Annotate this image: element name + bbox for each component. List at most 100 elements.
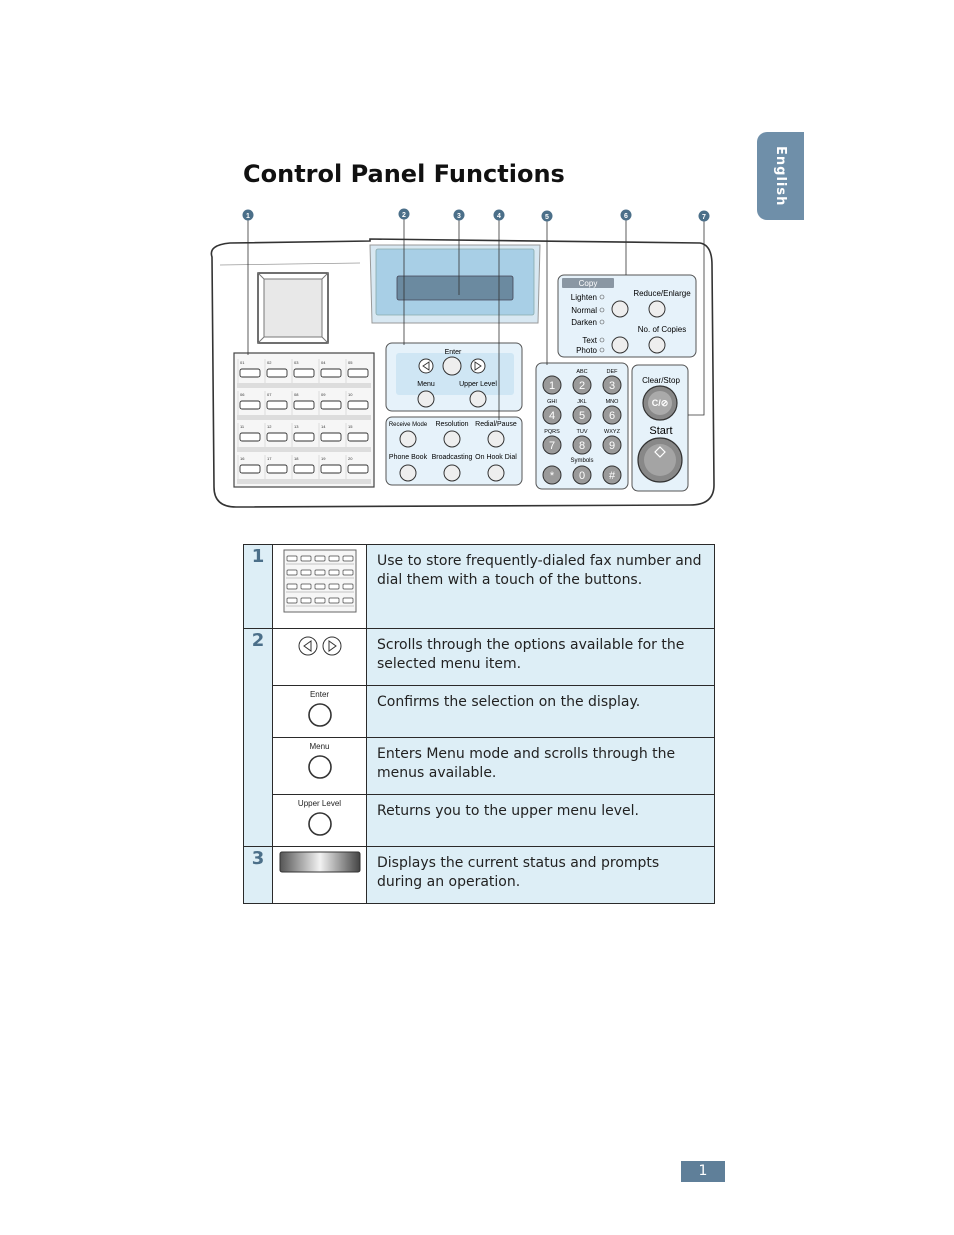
resolution-label: Resolution [435, 421, 468, 428]
one-touch-button-17[interactable] [266, 464, 288, 474]
one-touch-button-03[interactable] [293, 368, 315, 378]
one-touch-button-18[interactable] [293, 464, 315, 474]
key-4-button[interactable] [542, 405, 562, 425]
key-3-button[interactable] [602, 375, 622, 395]
phone-book-button[interactable] [399, 464, 417, 482]
menu-thumbnail: Menu [272, 737, 367, 795]
key-7-button[interactable] [542, 435, 562, 455]
receive-mode-button[interactable] [399, 430, 417, 448]
table-row: 2 Scrolls through the options available … [243, 628, 715, 847]
callout-number: 6 [624, 213, 628, 220]
table-row: Upper Level Returns you to the upper men… [244, 794, 715, 847]
one-touch-button-15[interactable] [347, 432, 369, 442]
one-touch-button-09[interactable] [320, 400, 342, 410]
one-touch-button-05[interactable] [347, 368, 369, 378]
key-digit-2: 2 [579, 380, 585, 392]
key-5-button[interactable] [572, 405, 592, 425]
one-touch-button-02[interactable] [266, 368, 288, 378]
key-1-button[interactable] [542, 375, 562, 395]
one-touch-label: 08 [294, 392, 299, 397]
menu-button-icon [307, 755, 332, 779]
original-type-button[interactable] [611, 336, 629, 354]
row-description: Confirms the selection on the display. [366, 685, 715, 738]
one-touch-label: 01 [240, 360, 245, 365]
language-tab[interactable]: English [757, 132, 804, 220]
key-letters-8: TUV [577, 429, 588, 435]
one-touch-label: 05 [348, 360, 353, 365]
menu-button[interactable] [417, 390, 435, 408]
key-digit-9: 9 [609, 440, 615, 452]
row-description: Returns you to the upper menu level. [366, 794, 715, 847]
one-touch-label: 17 [267, 456, 272, 461]
no-of-copies-button[interactable] [648, 336, 666, 354]
on-hook-dial-button[interactable] [487, 464, 505, 482]
one-touch-button-16[interactable] [239, 464, 261, 474]
scroll-right-button[interactable] [470, 358, 486, 374]
receive-mode-label: Receive Mode [389, 422, 428, 428]
key-digit-6: 6 [609, 410, 615, 422]
redial-pause-button[interactable] [487, 430, 505, 448]
menu-label: Menu [417, 381, 435, 388]
one-touch-label: 07 [267, 392, 272, 397]
one-touch-button-06[interactable] [239, 400, 261, 410]
one-touch-button-10[interactable] [347, 400, 369, 410]
key-digit-1: 1 [549, 380, 555, 392]
darken-label: Darken [571, 318, 597, 327]
callout-number: 7 [702, 214, 706, 221]
row-description: Use to store frequently-dialed fax numbe… [366, 544, 715, 629]
key-digit-8: 8 [579, 440, 585, 452]
key-0-button[interactable] [572, 465, 592, 485]
key-#-button[interactable] [602, 465, 622, 485]
key-digit-*: * [550, 470, 555, 482]
key-digit-#: # [609, 470, 616, 482]
one-touch-label: 11 [240, 424, 245, 429]
key-*-button[interactable] [542, 465, 562, 485]
key-digit-0: 0 [579, 470, 585, 482]
contrast-button[interactable] [611, 300, 629, 318]
row-number: 2 [243, 628, 273, 847]
key-letters-5: JKL [577, 399, 586, 405]
one-touch-button-04[interactable] [320, 368, 342, 378]
one-touch-keypad-thumbnail [272, 544, 367, 629]
copy-label: Copy [579, 279, 598, 288]
one-touch-label: 02 [267, 360, 272, 365]
one-touch-button-14[interactable] [320, 432, 342, 442]
one-touch-label: 19 [321, 456, 326, 461]
one-touch-label: 14 [321, 424, 326, 429]
redial-pause-label: Redial/Pause [475, 421, 517, 428]
callout-number: 5 [545, 214, 549, 221]
photo-label: Photo [576, 346, 597, 355]
one-touch-button-20[interactable] [347, 464, 369, 474]
clear-stop-symbol: C/⊘ [652, 398, 669, 408]
reduce-enlarge-button[interactable] [648, 300, 666, 318]
one-touch-button-12[interactable] [266, 432, 288, 442]
scroll-left-button[interactable] [418, 358, 434, 374]
one-touch-button-07[interactable] [266, 400, 288, 410]
callout-6 [620, 209, 632, 221]
broadcasting-button[interactable] [443, 464, 461, 482]
scroll-arrows-icon [298, 636, 341, 656]
one-touch-label: 06 [240, 392, 245, 397]
upper-level-button[interactable] [469, 390, 487, 408]
resolution-button[interactable] [443, 430, 461, 448]
key-9-button[interactable] [602, 435, 622, 455]
one-touch-button-11[interactable] [239, 432, 261, 442]
row-description: Scrolls through the options available fo… [366, 628, 715, 686]
row-description: Enters Menu mode and scrolls through the… [366, 737, 715, 795]
key-digit-7: 7 [549, 440, 555, 452]
no-of-copies-label: No. of Copies [638, 325, 686, 334]
key-2-button[interactable] [572, 375, 592, 395]
key-8-button[interactable] [572, 435, 592, 455]
broadcasting-label: Broadcasting [432, 454, 473, 461]
callout-number: 2 [402, 212, 406, 219]
one-touch-label: 16 [240, 456, 245, 461]
one-touch-button-19[interactable] [320, 464, 342, 474]
enter-button[interactable] [442, 356, 462, 376]
one-touch-button-13[interactable] [293, 432, 315, 442]
one-touch-button-01[interactable] [239, 368, 261, 378]
table-row: 3 Displays the current status and prompt… [243, 846, 715, 904]
row-number: 3 [243, 846, 273, 904]
key-6-button[interactable] [602, 405, 622, 425]
lighten-label: Lighten [571, 293, 597, 302]
one-touch-button-08[interactable] [293, 400, 315, 410]
